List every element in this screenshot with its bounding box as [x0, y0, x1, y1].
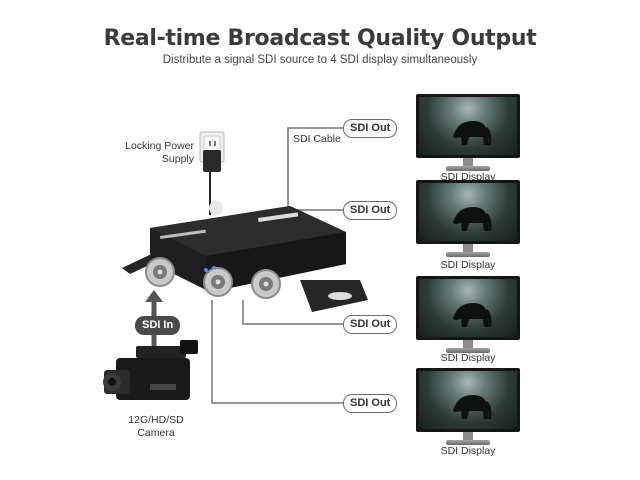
sdi-splitter-device — [122, 201, 368, 312]
display-screen — [416, 368, 520, 432]
camera-label-line2: Camera — [137, 427, 175, 439]
elephant-image — [419, 183, 517, 241]
bnc-connector-out-b — [251, 269, 281, 299]
power-label-line2: Supply — [161, 153, 194, 165]
sdi-display-4 — [416, 368, 520, 448]
sdi-in-pill: SDI In — [135, 316, 181, 335]
display-stand — [463, 340, 473, 349]
display-screen — [416, 180, 520, 244]
output-line-4 — [211, 300, 394, 408]
sdi-out-pill-3: SDI Out — [343, 315, 398, 334]
display-base — [446, 348, 490, 353]
output-line-3 — [242, 300, 394, 329]
display-label-3: SDI Display — [440, 352, 496, 364]
sdi-display-1 — [416, 94, 520, 174]
cable-label: SDI Cable — [293, 133, 341, 145]
display-base — [446, 440, 490, 445]
sdi-display-3 — [416, 276, 520, 356]
camera-label: 12G/HD/SD Camera — [126, 414, 186, 440]
display-stand — [463, 158, 473, 167]
sdi-display-2 — [416, 180, 520, 260]
sdi-out-pill-4: SDI Out — [343, 394, 398, 413]
power-label-line1: Locking Power — [125, 140, 194, 152]
page-title: Real-time Broadcast Quality Output — [103, 26, 537, 51]
display-label-2: SDI Display — [440, 259, 496, 271]
display-stand — [463, 244, 473, 253]
elephant-image — [419, 97, 517, 155]
camera-label-line1: 12G/HD/SD — [128, 414, 184, 426]
elephant-image — [419, 371, 517, 429]
display-label-4: SDI Display — [440, 445, 496, 457]
power-outlet-icon — [199, 131, 225, 172]
power-label: Locking Power Supply — [122, 140, 194, 166]
camera-icon — [103, 340, 198, 400]
display-screen — [416, 276, 520, 340]
page-subtitle: Distribute a signal SDI source to 4 SDI … — [162, 54, 478, 66]
bnc-connector-out-a — [203, 267, 233, 297]
bnc-connector-input — [145, 257, 175, 287]
display-base — [446, 166, 490, 171]
display-screen — [416, 94, 520, 158]
display-base — [446, 252, 490, 257]
input-arrow-head — [145, 290, 163, 302]
elephant-image — [419, 279, 517, 337]
sdi-out-pill-2: SDI Out — [343, 201, 398, 220]
display-stand — [463, 432, 473, 441]
sdi-out-pill-1: SDI Out — [343, 119, 398, 138]
